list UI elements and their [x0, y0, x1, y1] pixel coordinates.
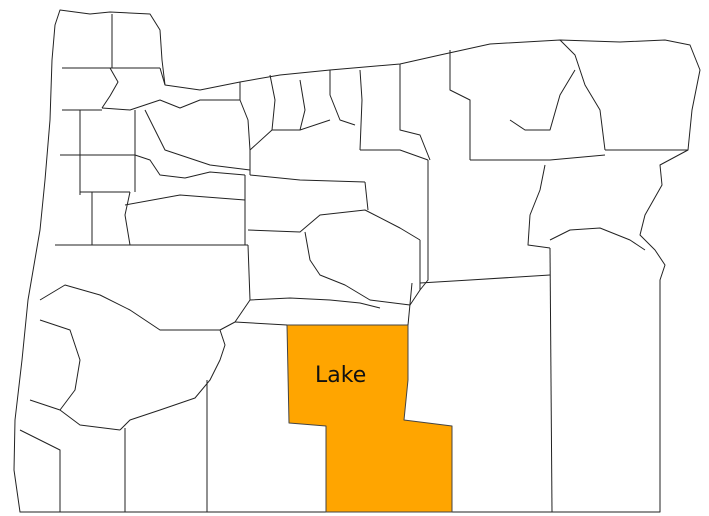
county-label-lake: Lake: [315, 363, 366, 388]
county-lake[interactable]: [286, 324, 453, 513]
state-outline: [13, 9, 701, 513]
county-boundaries: [19, 14, 688, 513]
